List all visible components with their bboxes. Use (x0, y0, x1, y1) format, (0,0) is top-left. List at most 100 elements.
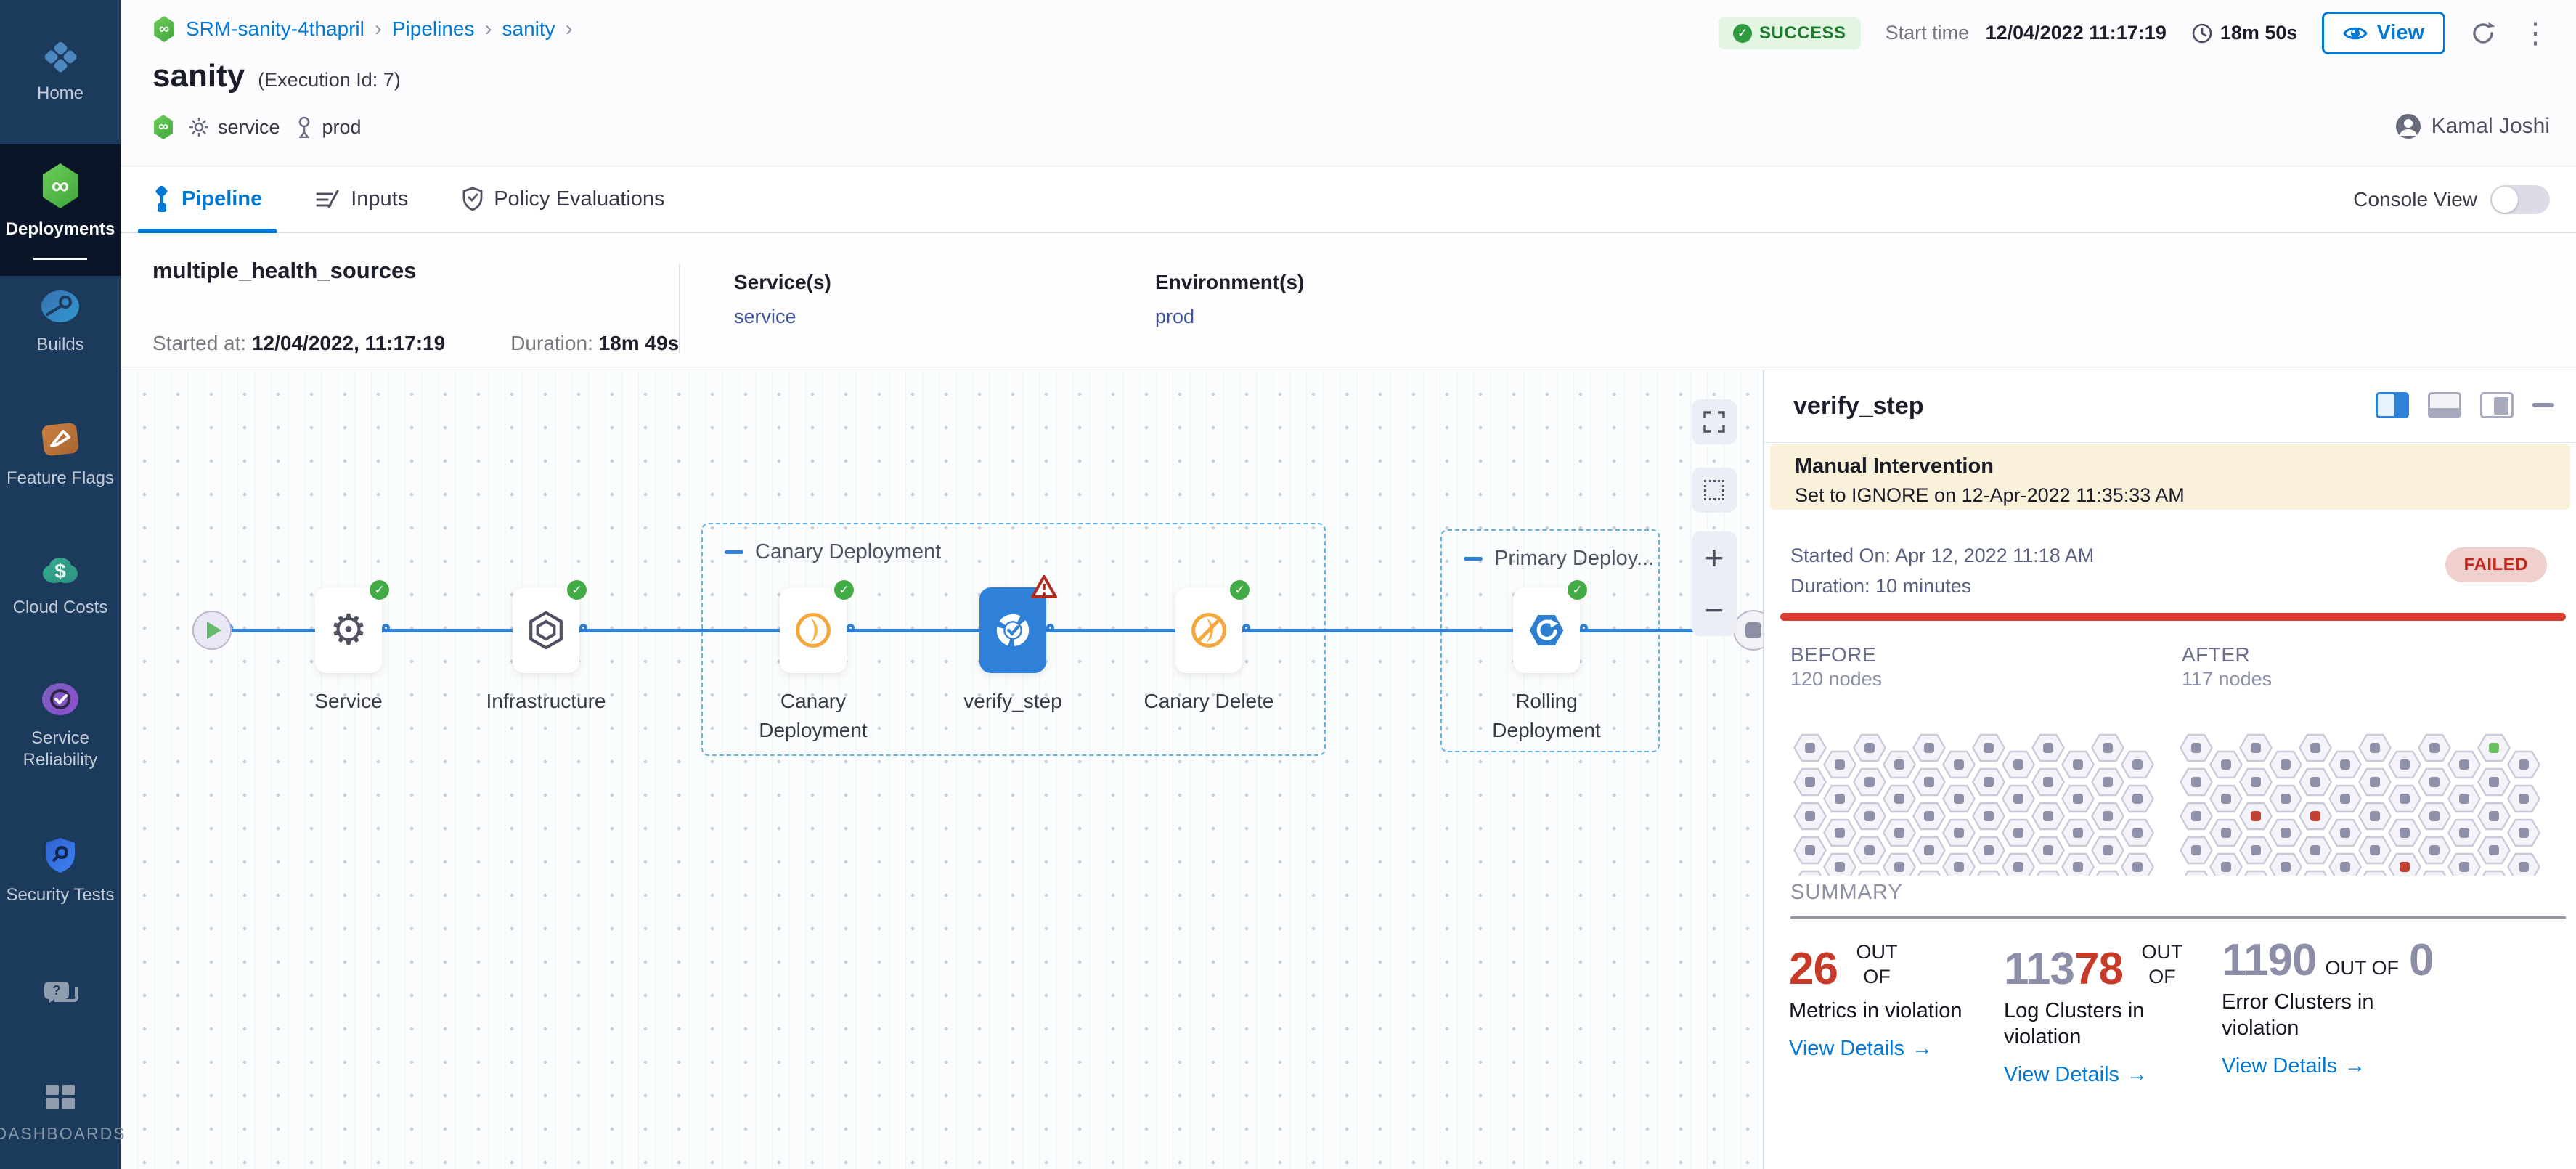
zoom-in-button[interactable]: + (1704, 539, 1724, 577)
layout-bottom-view-button[interactable] (2428, 392, 2461, 418)
sidebar-item-security-tests[interactable]: Security Tests (0, 836, 121, 906)
node-hexagon[interactable] (2388, 750, 2421, 779)
node-hexagon[interactable] (1823, 818, 1856, 847)
step-infrastructure[interactable]: ✓ (513, 580, 587, 673)
node-hexagon[interactable] (2507, 852, 2540, 876)
node-hexagon[interactable] (1793, 767, 1827, 797)
node-hexagon[interactable] (1853, 767, 1886, 797)
node-hexagon[interactable] (2209, 818, 2243, 847)
sidebar-item-home[interactable]: Home (0, 42, 121, 105)
sidebar-item-dashboards[interactable]: DASHBOARDS (0, 1083, 125, 1144)
node-hexagon[interactable] (2031, 767, 2065, 797)
node-hexagon[interactable] (1912, 870, 1946, 876)
node-hexagon[interactable] (2477, 767, 2511, 797)
node-hexagon[interactable] (2358, 733, 2392, 762)
node-hexagon[interactable] (2091, 802, 2124, 831)
node-hexagon[interactable] (2299, 802, 2332, 831)
node-hexagon[interactable] (2269, 852, 2302, 876)
node-hexagon[interactable] (2121, 784, 2154, 813)
node-hexagon[interactable] (2209, 750, 2243, 779)
node-hexagon[interactable] (2358, 836, 2392, 865)
node-hexagon[interactable] (1853, 870, 1886, 876)
node-hexagon[interactable] (1912, 733, 1946, 762)
environment-link[interactable]: prod (1155, 306, 1195, 327)
node-hexagon[interactable] (2180, 836, 2213, 865)
node-hexagon[interactable] (2447, 852, 2481, 876)
node-hexagon[interactable] (1972, 733, 2005, 762)
node-hexagon[interactable] (2061, 852, 2095, 876)
after-node-grid[interactable] (2180, 733, 2543, 876)
view-button[interactable]: View (2322, 12, 2445, 54)
node-hexagon[interactable] (2358, 870, 2392, 876)
node-hexagon[interactable] (1942, 784, 1976, 813)
node-hexagon[interactable] (1793, 836, 1827, 865)
node-hexagon[interactable] (2091, 836, 2124, 865)
node-hexagon[interactable] (2328, 818, 2362, 847)
node-hexagon[interactable] (2507, 818, 2540, 847)
node-hexagon[interactable] (2031, 733, 2065, 762)
node-hexagon[interactable] (2477, 802, 2511, 831)
node-hexagon[interactable] (2418, 767, 2451, 797)
node-hexagon[interactable] (1793, 733, 1827, 762)
node-hexagon[interactable] (2002, 750, 2035, 779)
environment-tag[interactable]: prod (295, 116, 362, 139)
node-hexagon[interactable] (1912, 802, 1946, 831)
service-link[interactable]: service (734, 306, 796, 327)
tab-inputs[interactable]: Inputs (316, 166, 408, 232)
node-hexagon[interactable] (2358, 802, 2392, 831)
collapse-group-icon[interactable] (1464, 557, 1483, 561)
node-hexagon[interactable] (1972, 836, 2005, 865)
breadcrumb-project[interactable]: SRM-sanity-4thapril (186, 17, 364, 40)
node-hexagon[interactable] (2447, 784, 2481, 813)
node-hexagon[interactable] (1942, 818, 1976, 847)
node-hexagon[interactable] (2269, 750, 2302, 779)
zoom-out-button[interactable]: − (1704, 591, 1724, 629)
node-hexagon[interactable] (2358, 767, 2392, 797)
node-hexagon[interactable] (2002, 852, 2035, 876)
selection-mode-button[interactable] (1692, 468, 1737, 513)
minimize-panel-button[interactable] (2532, 403, 2554, 407)
node-hexagon[interactable] (2180, 802, 2213, 831)
breadcrumb-pipelines[interactable]: Pipelines (391, 17, 475, 40)
node-hexagon[interactable] (2180, 767, 2213, 797)
node-hexagon[interactable] (2002, 784, 2035, 813)
node-hexagon[interactable] (1883, 818, 1916, 847)
node-hexagon[interactable] (1912, 836, 1946, 865)
step-canary-deployment[interactable]: ✓ (780, 580, 854, 673)
step-verify[interactable] (979, 575, 1057, 673)
node-hexagon[interactable] (2418, 836, 2451, 865)
sidebar-item-service-reliability[interactable]: Service Reliability (0, 681, 121, 771)
node-hexagon[interactable] (2180, 733, 2213, 762)
step-service[interactable]: ⚙ ✓ (315, 580, 389, 673)
user-menu[interactable]: Kamal Joshi (2395, 113, 2550, 139)
node-hexagon[interactable] (2239, 733, 2273, 762)
node-hexagon[interactable] (2328, 852, 2362, 876)
node-hexagon[interactable] (2061, 818, 2095, 847)
node-hexagon[interactable] (1883, 750, 1916, 779)
breadcrumb-pipeline-name[interactable]: sanity (502, 17, 555, 40)
node-hexagon[interactable] (2477, 836, 2511, 865)
node-hexagon[interactable] (2477, 733, 2511, 762)
node-hexagon[interactable] (2328, 784, 2362, 813)
layout-float-view-button[interactable] (2480, 392, 2514, 418)
node-hexagon[interactable] (1972, 870, 2005, 876)
refresh-button[interactable] (2470, 20, 2496, 46)
node-hexagon[interactable] (1942, 750, 1976, 779)
node-hexagon[interactable] (2447, 818, 2481, 847)
node-hexagon[interactable] (2507, 750, 2540, 779)
service-tag[interactable]: service (189, 116, 280, 139)
node-hexagon[interactable] (2121, 852, 2154, 876)
node-hexagon[interactable] (1823, 852, 1856, 876)
node-hexagon[interactable] (2061, 750, 2095, 779)
node-hexagon[interactable] (2388, 784, 2421, 813)
sidebar-item-builds[interactable]: Builds (0, 289, 121, 356)
step-rolling-deployment[interactable]: ✓ (1513, 580, 1587, 673)
more-options-button[interactable]: ⋮ (2521, 17, 2550, 49)
node-hexagon[interactable] (2388, 818, 2421, 847)
node-hexagon[interactable] (2447, 750, 2481, 779)
node-hexagon[interactable] (2209, 784, 2243, 813)
node-hexagon[interactable] (1853, 733, 1886, 762)
node-hexagon[interactable] (1823, 784, 1856, 813)
node-hexagon[interactable] (2299, 733, 2332, 762)
node-hexagon[interactable] (2180, 870, 2213, 876)
